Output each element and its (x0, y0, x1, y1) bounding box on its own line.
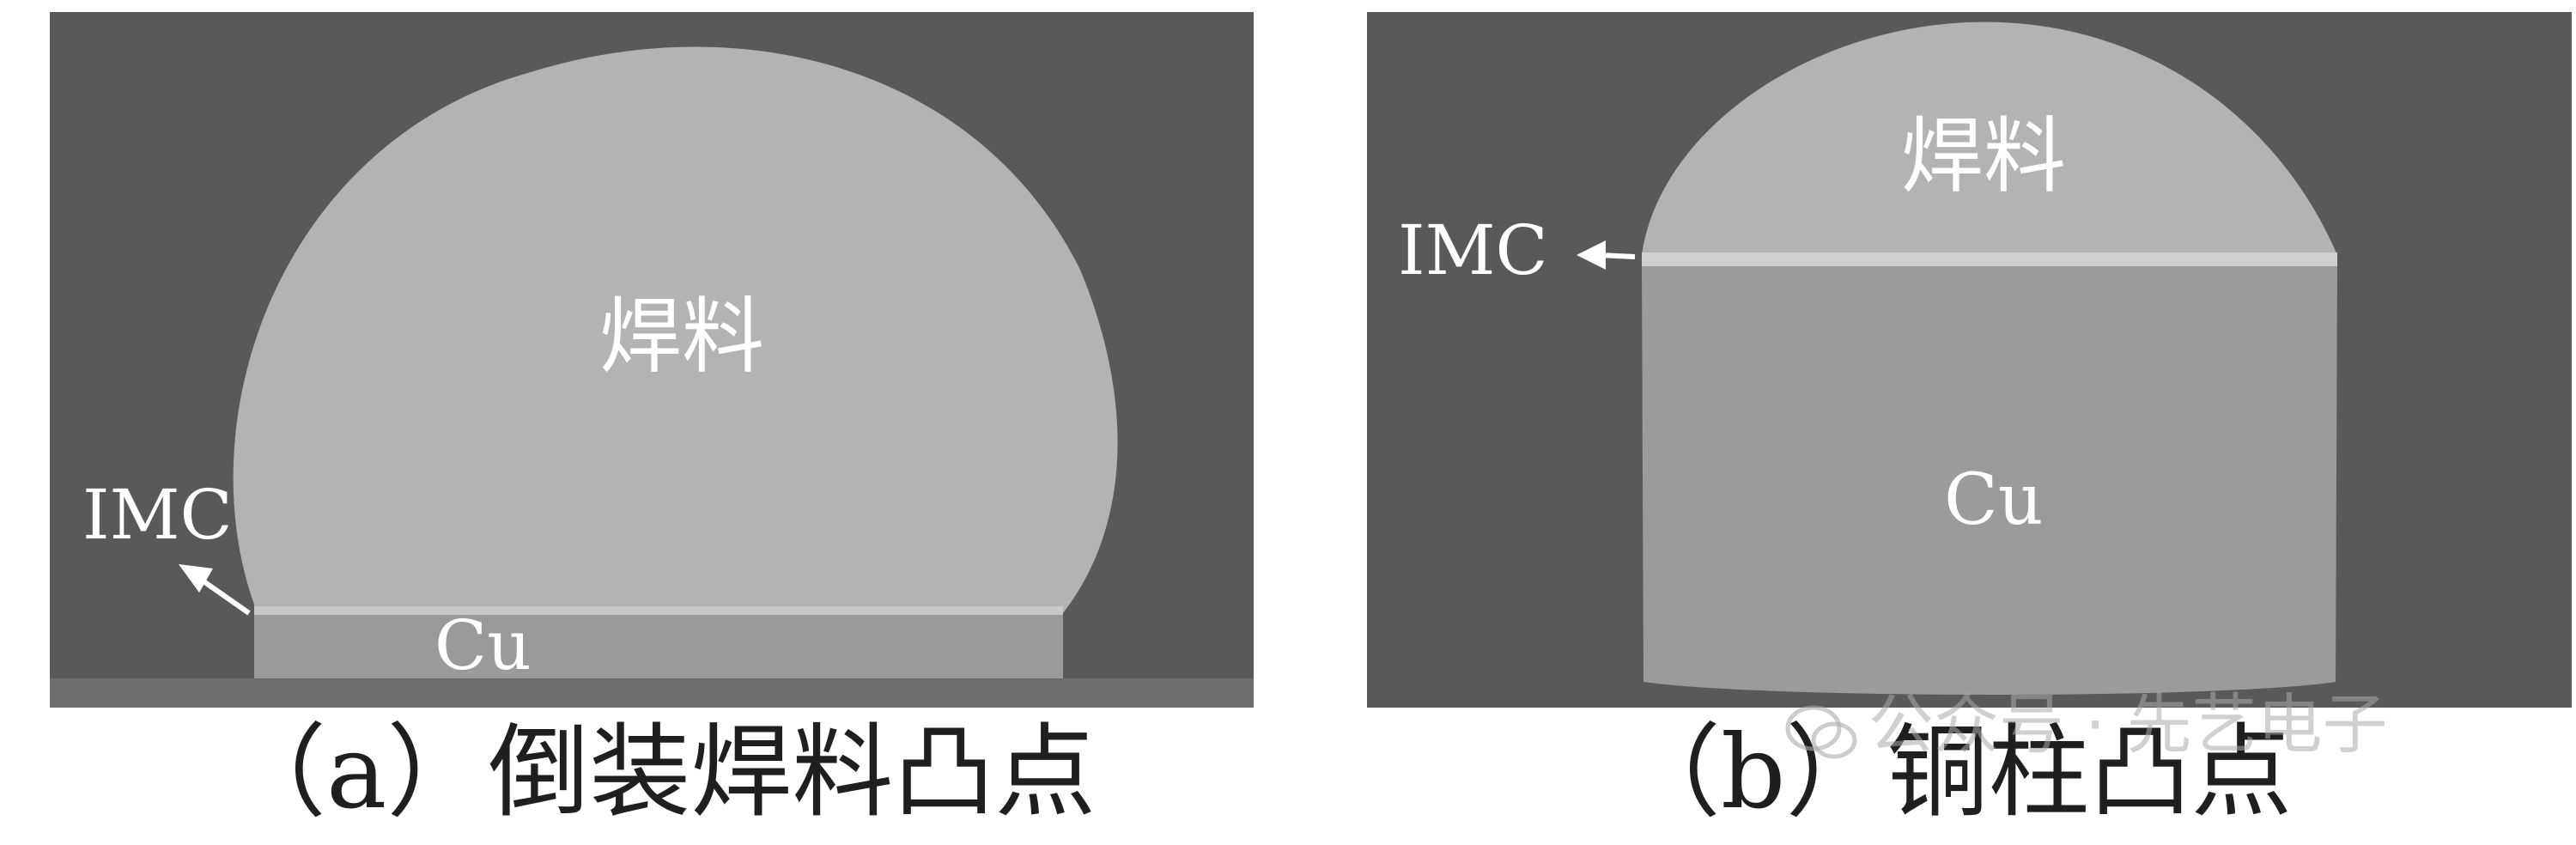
solder-label: 焊料 (599, 289, 764, 385)
imc-arrowhead (1577, 240, 1606, 270)
panel-b: 焊料 Cu IMC (1367, 12, 2572, 708)
imc-label: IMC (1398, 210, 1548, 290)
solder-label: 焊料 (1901, 108, 2066, 204)
imc-label: IMC (82, 475, 233, 555)
panel-a: 焊料 Cu IMC (50, 12, 1254, 708)
panel-a-drawing (50, 46, 1254, 708)
wechat-logo-icon (1785, 705, 1857, 759)
panel-b-drawing (1577, 21, 2337, 695)
cu-pillar (1642, 266, 2337, 695)
solder-cap (1642, 21, 2337, 255)
cu-pad (254, 615, 1063, 678)
cu-label: Cu (1944, 459, 2044, 541)
solder-ball (233, 46, 1118, 613)
imc-layer (1642, 252, 2337, 266)
substrate (50, 678, 1254, 708)
imc-layer (254, 606, 1063, 615)
cu-label: Cu (434, 605, 532, 685)
imc-arrowhead (179, 564, 213, 593)
caption-b: （b）铜柱凸点 (1619, 713, 2293, 831)
imc-arrow (196, 574, 251, 616)
watermark-text: 公众号 · 先艺电子 (1868, 686, 2388, 763)
caption-a: （a）倒装焊料凸点 (225, 713, 1097, 831)
